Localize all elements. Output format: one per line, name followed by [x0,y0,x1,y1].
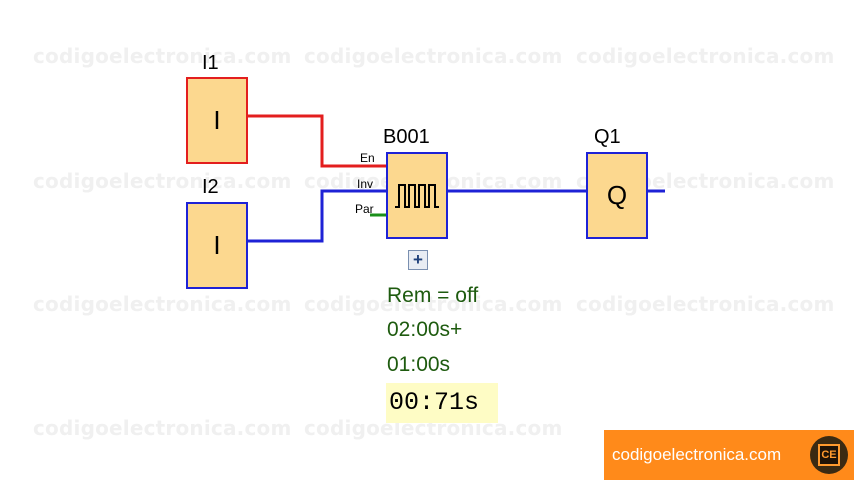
watermark-text: codigoelectronica.com [33,416,292,440]
watermark-text: codigoelectronica.com [33,169,292,193]
remanence-param: Rem = off [387,284,479,307]
watermark-text: codigoelectronica.com [33,292,292,316]
input-block-i1[interactable]: I [186,77,248,164]
watermark-text: codigoelectronica.com [304,44,563,68]
site-badge[interactable]: codigoelectronica.com CE [604,430,854,480]
output-block-q1[interactable]: Q [586,152,648,239]
badge-text: codigoelectronica.com [612,445,782,464]
pin-par-label: Par [355,202,374,216]
chip-logo-text: CE [818,444,840,466]
chip-logo-icon: CE [810,436,848,474]
pulse-generator-icon [395,183,439,208]
watermark-text: codigoelectronica.com [33,44,292,68]
block-q1-label: Q1 [594,126,621,148]
block-b001-label: B001 [383,126,430,148]
expand-parameters-button[interactable]: + [408,250,428,270]
pause-time-param: 01:00s [387,353,451,376]
pulse-time-param: 02:00s+ [387,318,463,341]
input-symbol: I [213,230,221,260]
current-time-display: 00:71s [386,383,498,423]
wire-i1-to-en[interactable] [248,114,386,168]
output-symbol: Q [606,180,628,210]
watermark-text: codigoelectronica.com [576,44,835,68]
input-block-i2[interactable]: I [186,202,248,289]
wire-i2-to-inv[interactable] [248,189,386,243]
block-i2-label: I2 [202,176,219,198]
pin-en-label: En [360,151,375,165]
watermark-text: codigoelectronica.com [304,292,563,316]
watermark-text: codigoelectronica.com [576,292,835,316]
pin-inv-label: Inv [357,177,374,191]
block-i1-label: I1 [202,52,219,74]
input-symbol: I [213,105,221,135]
pulse-generator-block-b001[interactable] [386,152,448,239]
